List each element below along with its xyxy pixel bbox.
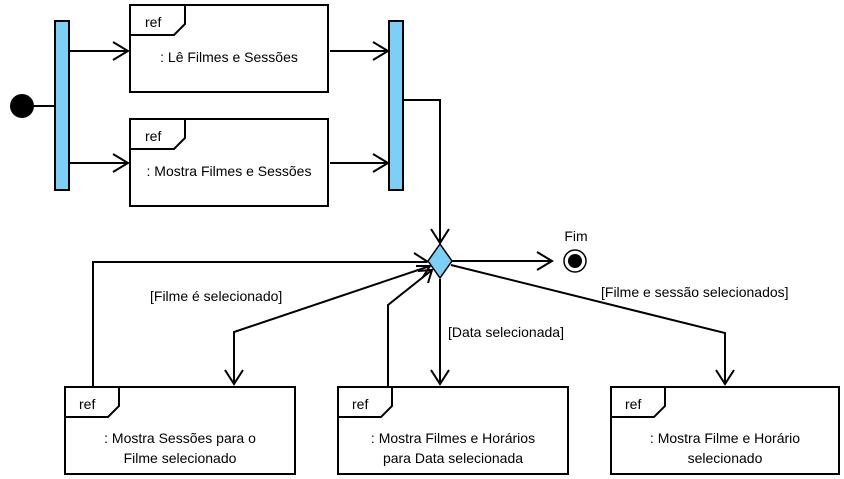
edge-mostra-sessoes-to-decision — [92, 261, 427, 386]
ref-frame — [129, 4, 329, 93]
guard-filme-selecionado: [Filme é selecionado] — [150, 288, 282, 304]
activity-label: : Lê Filmes e Sessões — [160, 49, 298, 65]
activity-label: : Mostra Filmes e Sessões — [147, 163, 312, 179]
arrowhead-icon — [536, 251, 554, 271]
fork-bar[interactable] — [54, 20, 70, 191]
arrowhead-icon — [416, 265, 432, 278]
guard-filme-sessao: [Filme e sessão selecionados] — [601, 284, 789, 300]
activity-mostra-filme-horario[interactable]: ref : Mostra Filme e Horário selecionado — [610, 386, 840, 475]
ref-tag-label: ref — [79, 396, 95, 412]
edge-mostra-horarios-to-decision — [387, 269, 433, 386]
ref-tab — [611, 387, 666, 418]
ref-tab — [130, 119, 186, 150]
ref-tag-label: ref — [625, 396, 641, 412]
initial-node[interactable] — [10, 94, 34, 118]
activity-mostra-sessoes[interactable]: ref : Mostra Sessões para o Filme seleci… — [64, 386, 296, 475]
arrowhead-icon — [715, 369, 735, 386]
arrowhead-icon — [112, 41, 130, 61]
final-node-label: Fim — [564, 228, 587, 244]
edge-join-to-decision — [403, 99, 441, 243]
decision-node[interactable] — [427, 242, 453, 280]
activity-mostra-filmes[interactable]: ref : Mostra Filmes e Sessões — [129, 118, 329, 207]
ref-tag-label: ref — [352, 396, 368, 412]
ref-frame — [610, 386, 840, 475]
activity-label-line1: : Mostra Sessões para o — [104, 430, 256, 446]
activity-label-line2: Filme selecionado — [124, 450, 237, 466]
edge-decision-to-mostra-filme-horario — [450, 264, 726, 384]
activity-label-line2: selecionado — [688, 450, 763, 466]
arrowhead-icon — [430, 369, 450, 386]
final-node[interactable] — [563, 249, 587, 273]
activity-label-line1: : Mostra Filme e Horário — [650, 430, 800, 446]
arrowhead-icon — [413, 252, 429, 263]
ref-tag-label: ref — [145, 128, 161, 144]
ref-frame — [64, 386, 296, 475]
ref-frame — [337, 386, 569, 475]
join-bar[interactable] — [388, 20, 404, 191]
activity-label-line1: : Mostra Filmes e Horários — [371, 430, 535, 446]
ref-frame — [129, 118, 329, 207]
final-node-dot — [568, 254, 582, 268]
ref-tab — [65, 387, 120, 418]
ref-tab — [338, 387, 393, 418]
ref-tag-label: ref — [145, 14, 161, 30]
activity-label-line2: para Data selecionada — [383, 450, 523, 466]
activity-le-filmes[interactable]: ref : Lê Filmes e Sessões — [129, 4, 329, 93]
guard-data-selecionada: [Data selecionada] — [448, 324, 564, 340]
ref-tab — [130, 5, 186, 36]
arrowhead-icon — [417, 268, 434, 284]
activity-mostra-horarios-data[interactable]: ref : Mostra Filmes e Horários para Data… — [337, 386, 569, 475]
edge-decision-to-mostra-sessoes — [233, 265, 431, 384]
arrowhead-icon — [112, 153, 130, 173]
arrowhead-icon — [224, 369, 244, 386]
